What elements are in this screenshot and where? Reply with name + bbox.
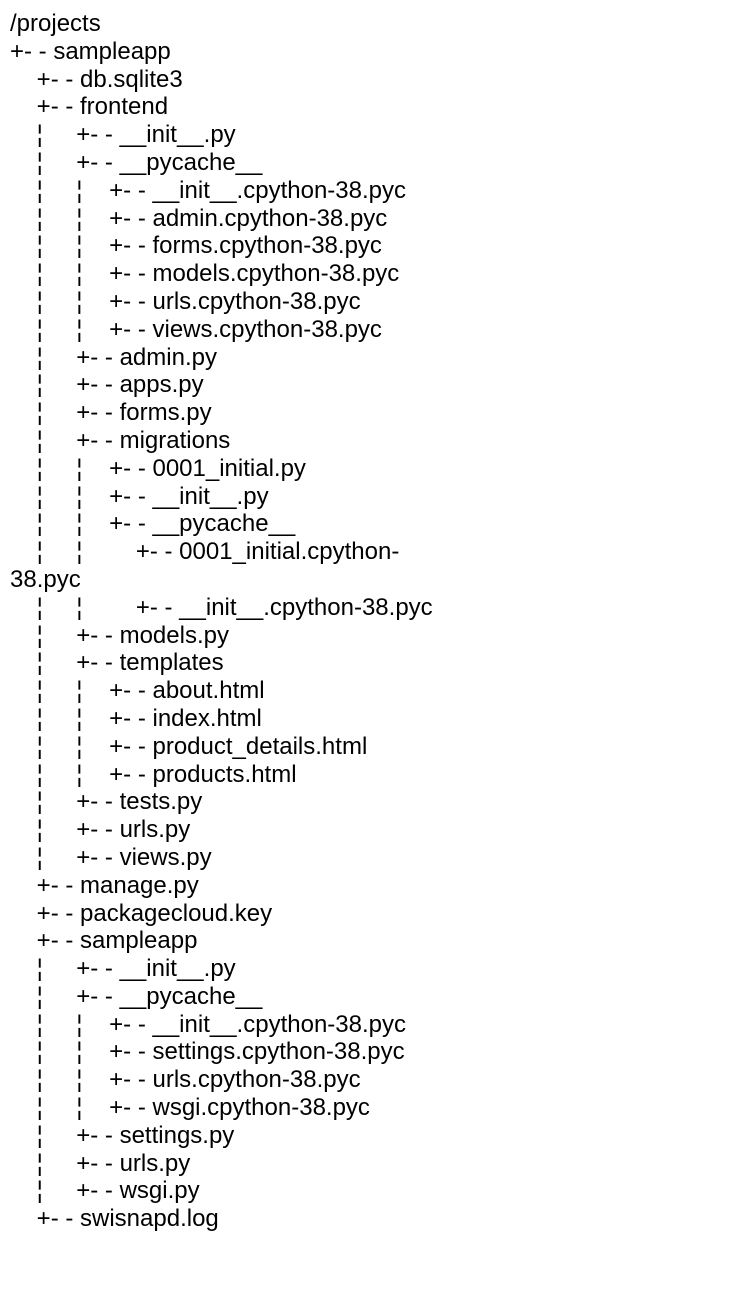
tree-line: /projects bbox=[10, 10, 101, 37]
tree-line: ¦ +- - apps.py bbox=[10, 371, 204, 399]
tree-line: ¦ +- - models.py bbox=[10, 621, 229, 649]
tree-line: +- - manage.py bbox=[10, 871, 199, 899]
tree-line: ¦ +- - wsgi.py bbox=[10, 1177, 200, 1205]
tree-line: ¦ +- - __init__.py bbox=[10, 121, 236, 149]
tree-line: ¦ ¦ +- - __init__.cpython-38.pyc bbox=[10, 1010, 406, 1038]
tree-line: ¦ +- - urls.py bbox=[10, 816, 191, 844]
tree-line: ¦ ¦ +- - product_details.html bbox=[10, 732, 368, 760]
tree-line: ¦ +- - __pycache__ bbox=[10, 148, 263, 176]
tree-line: ¦ ¦ +- - index.html bbox=[10, 704, 262, 732]
tree-line: ¦ +- - templates bbox=[10, 649, 224, 677]
tree-line: ¦ ¦ +- - models.cpython-38.pyc bbox=[10, 260, 400, 288]
tree-line: +- - frontend bbox=[10, 93, 169, 121]
tree-line: ¦ ¦ +- - __init__.cpython-38.pyc bbox=[10, 593, 433, 621]
tree-line: ¦ +- - tests.py bbox=[10, 788, 203, 816]
tree-line: ¦ ¦ +- - admin.cpython-38.pyc bbox=[10, 204, 388, 232]
tree-line: +- - sampleapp bbox=[10, 927, 198, 955]
tree-line: ¦ ¦ +- - 0001_initial.cpython- bbox=[10, 538, 400, 566]
tree-line: ¦ ¦ +- - urls.cpython-38.pyc bbox=[10, 287, 361, 315]
tree-line: ¦ ¦ +- - 0001_initial.py bbox=[10, 454, 306, 482]
tree-line: +- - db.sqlite3 bbox=[10, 65, 183, 93]
tree-line: 38.pyc bbox=[10, 565, 81, 593]
tree-line: +- - sampleapp bbox=[10, 37, 171, 65]
directory-tree-listing: /projects+- - sampleapp +- - db.sqlite3 … bbox=[10, 10, 433, 1233]
tree-line: ¦ ¦ +- - about.html bbox=[10, 677, 265, 705]
tree-line: ¦ +- - forms.py bbox=[10, 399, 212, 427]
tree-line: ¦ ¦ +- - views.cpython-38.pyc bbox=[10, 315, 382, 343]
tree-line: ¦ ¦ +- - wsgi.cpython-38.pyc bbox=[10, 1094, 370, 1122]
tree-line: ¦ ¦ +- - __pycache__ bbox=[10, 510, 296, 538]
tree-line: ¦ ¦ +- - settings.cpython-38.pyc bbox=[10, 1038, 405, 1066]
tree-line: ¦ +- - settings.py bbox=[10, 1121, 235, 1149]
tree-line: +- - packagecloud.key bbox=[10, 899, 273, 927]
tree-line: ¦ +- - migrations bbox=[10, 426, 231, 454]
tree-line: ¦ ¦ +- - forms.cpython-38.pyc bbox=[10, 232, 382, 260]
tree-line: ¦ +- - __pycache__ bbox=[10, 982, 263, 1010]
tree-line: +- - swisnapd.log bbox=[10, 1205, 219, 1233]
tree-line: ¦ ¦ +- - products.html bbox=[10, 760, 297, 788]
tree-line: ¦ +- - urls.py bbox=[10, 1149, 191, 1177]
tree-line: ¦ ¦ +- - urls.cpython-38.pyc bbox=[10, 1066, 361, 1094]
tree-line: ¦ ¦ +- - __init__.cpython-38.pyc bbox=[10, 176, 406, 204]
tree-line: ¦ ¦ +- - __init__.py bbox=[10, 482, 269, 510]
tree-line: ¦ +- - __init__.py bbox=[10, 955, 236, 983]
tree-line: ¦ +- - admin.py bbox=[10, 343, 217, 371]
tree-line: ¦ +- - views.py bbox=[10, 843, 212, 871]
